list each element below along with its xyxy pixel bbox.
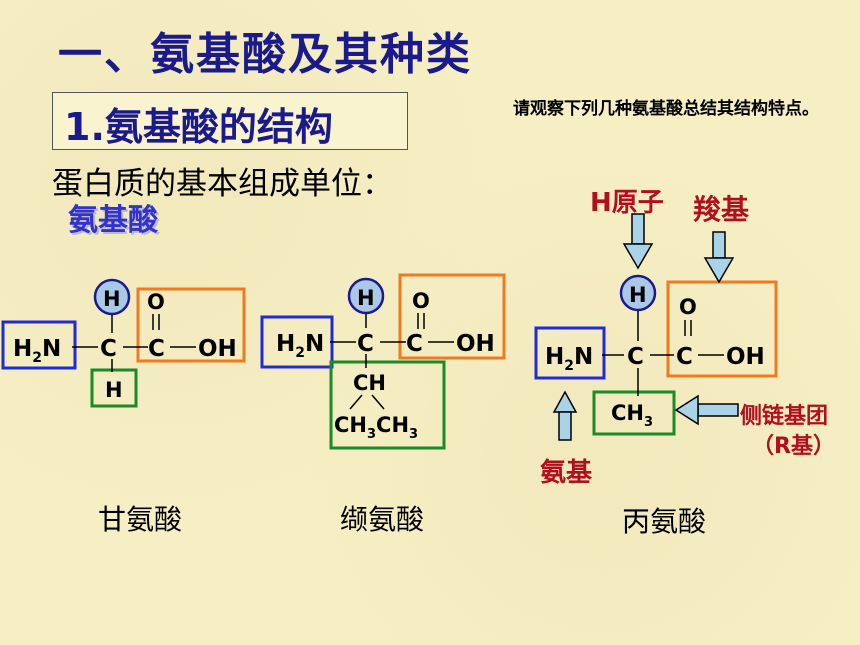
alpha-carbon-label: C <box>627 344 644 370</box>
valine-caption: 缬氨酸 <box>340 503 425 536</box>
carboxyl-box <box>398 273 506 360</box>
side-chain-ch3ch3-label: CH3CH3 <box>334 413 418 442</box>
r-group-annotation: （R基） <box>752 434 835 459</box>
subtitle-box <box>52 92 408 150</box>
lead-text: 蛋白质的基本组成单位： <box>52 166 393 202</box>
alpha-carbon-label: C <box>100 336 117 362</box>
side-chain-box <box>592 390 676 436</box>
amino-box <box>534 326 606 380</box>
side-chain-box <box>329 360 446 450</box>
h-atom-circle <box>347 277 385 315</box>
arrow-down-h-icon <box>622 213 654 270</box>
side-chain-label: H <box>105 378 123 402</box>
h-atom-label: H <box>357 286 375 310</box>
instruction-note: 请观察下列几种氨基酸总结其结构特点。 <box>513 99 819 119</box>
alanine-caption: 丙氨酸 <box>622 505 707 538</box>
amino-label: H2N <box>13 336 61 366</box>
carboxyl-carbon-label: C <box>406 331 423 357</box>
side-chain-box <box>90 368 138 408</box>
hydroxyl-label: OH <box>456 331 495 357</box>
carboxyl-carbon-label: C <box>148 336 165 362</box>
alpha-carbon-label: C <box>357 331 374 357</box>
carboxyl-annotation: 羧基 <box>693 193 750 226</box>
h-atom-label: H <box>103 287 121 311</box>
carbonyl-o-label: O <box>679 295 697 319</box>
carbonyl-o-label: O <box>412 289 430 313</box>
h-atom-annotation: H原子 <box>590 188 664 218</box>
valine-structure: H O H2N C C OH CH CH3CH3 <box>260 273 506 450</box>
h-atom-circle <box>93 278 131 316</box>
carbonyl-o-label: O <box>147 290 165 314</box>
glycine-caption: 甘氨酸 <box>98 503 183 536</box>
side-chain-label: CH3 <box>611 401 653 430</box>
amino-label: H2N <box>545 344 593 374</box>
carboxyl-carbon-label: C <box>676 344 693 370</box>
amino-label: H2N <box>276 331 324 361</box>
h-atom-label: H <box>629 283 647 307</box>
side-chain-ch-label: CH <box>353 371 386 395</box>
side-chain-annotation: 侧链基团 <box>740 404 829 429</box>
arrow-up-amino-icon <box>552 390 578 441</box>
carboxyl-box <box>136 287 246 363</box>
page-title: 一、氨基酸及其种类 <box>58 29 472 80</box>
glycine-structure: H O H2N C C OH H <box>1 278 246 408</box>
amino-box <box>1 320 77 370</box>
hydroxyl-label: OH <box>198 336 237 362</box>
arrow-down-carboxyl-icon <box>703 231 735 284</box>
arrow-left-r-icon <box>674 394 739 426</box>
amino-annotation: 氨基 <box>540 458 593 488</box>
answer-text: 氨基酸 <box>68 203 158 238</box>
h-atom-circle <box>619 274 657 312</box>
hydroxyl-label: OH <box>726 344 765 370</box>
carboxyl-box <box>666 280 778 378</box>
section-subtitle: 1.氨基酸的结构 <box>64 105 333 149</box>
